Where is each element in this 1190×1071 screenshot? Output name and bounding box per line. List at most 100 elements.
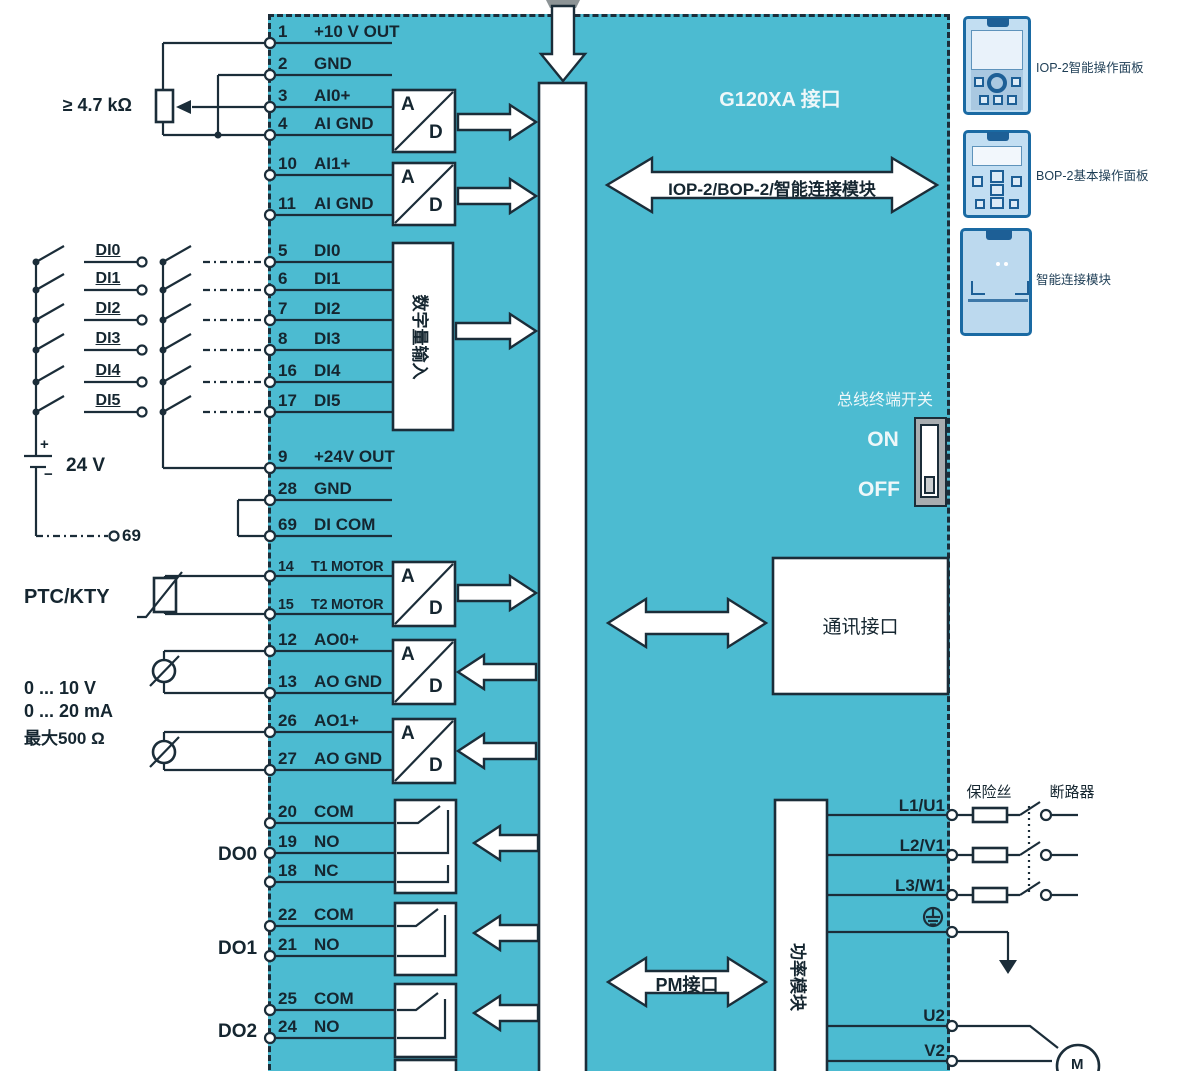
do2-label: DO2 xyxy=(218,1021,258,1042)
ptc-label: PTC/KTY xyxy=(24,586,110,608)
ad-letter-d: D xyxy=(429,598,443,619)
power-module-label: 功率模块 xyxy=(788,943,807,1011)
di-row xyxy=(32,333,392,356)
iop2-button xyxy=(979,95,989,105)
thermistor-circuit xyxy=(137,571,392,619)
di-row xyxy=(32,395,392,418)
iop2-button xyxy=(1011,77,1021,87)
switch-slot xyxy=(920,424,939,498)
gnd-dicom-wiring xyxy=(236,173,392,538)
switch-handle xyxy=(924,476,935,494)
scm-led xyxy=(996,262,1000,266)
motor-output xyxy=(827,1024,1101,1071)
do2-arrow xyxy=(471,993,540,1033)
bop2-button xyxy=(1011,176,1022,187)
l3w1-label: L3/W1 xyxy=(894,876,945,895)
scm-line xyxy=(968,299,1028,302)
motor-label: M xyxy=(1071,1056,1084,1071)
signal-arrows xyxy=(454,102,940,1033)
l1u1-label: L1/U1 xyxy=(898,796,945,815)
pot-label: ≥ 4.7 kΩ xyxy=(62,95,132,115)
battery-24v xyxy=(24,454,120,542)
pm-arrow xyxy=(605,955,769,1009)
wiper-arrow xyxy=(176,100,191,114)
battery-label: 24 V xyxy=(66,455,106,476)
analog-output-meters xyxy=(149,649,392,772)
bus-switch-off-label: OFF xyxy=(858,478,900,501)
down-arrow xyxy=(538,4,588,83)
breaker-label: 断路器 xyxy=(1049,784,1095,801)
block-title: G120XA 接口 xyxy=(719,89,841,111)
bop2-label: BOP-2基本操作面板 xyxy=(1036,169,1149,183)
ad-letter-d: D xyxy=(429,755,443,776)
do1-arrow xyxy=(471,913,540,953)
ad-letter-a: A xyxy=(401,723,415,744)
range-0-10v-label: 0 ... 10 V xyxy=(24,678,97,698)
di4-label: DI4 xyxy=(95,362,121,379)
comm-box-label: 通讯接口 xyxy=(822,617,899,638)
panel-notch xyxy=(987,132,1009,141)
di-row xyxy=(32,365,392,388)
ai0-arrow xyxy=(456,102,539,142)
l2v1-label: L2/V1 xyxy=(899,836,945,855)
bus-bar xyxy=(537,0,588,1071)
bop2-button xyxy=(1009,199,1019,209)
iop2-button xyxy=(974,77,984,87)
comm-arrow xyxy=(605,596,769,650)
scm-bracket xyxy=(971,281,985,295)
do1-label: DO1 xyxy=(218,938,258,959)
node69-label: 69 xyxy=(122,526,141,545)
di1-label: DI1 xyxy=(95,270,121,287)
di3-label: DI3 xyxy=(95,330,121,347)
mains-input xyxy=(827,801,1078,904)
v2-label: V2 xyxy=(924,1041,945,1060)
di5-label: DI5 xyxy=(95,392,121,409)
ad-letter-d: D xyxy=(429,195,443,216)
terminal-label: 1+10 V OUT xyxy=(278,22,400,41)
ad-letter-a: A xyxy=(401,167,415,188)
scm-label: 智能连接模块 xyxy=(1036,273,1112,287)
power-module-box xyxy=(773,798,829,1071)
max-500ohm-label: 最大500 Ω xyxy=(24,729,105,748)
ao1-arrow xyxy=(455,731,538,771)
di-row xyxy=(32,303,392,326)
bop2-button xyxy=(990,184,1004,196)
di0-label: DI0 xyxy=(95,242,121,259)
ad-letter-a: A xyxy=(401,94,415,115)
bus-switch-on-label: ON xyxy=(867,428,899,451)
iop2-panel xyxy=(963,16,1031,115)
iop2-keypad xyxy=(971,70,1023,110)
iop-bop-arrow-label: IOP-2/BOP-2/智能连接模块 xyxy=(668,180,876,199)
ai1-arrow xyxy=(456,176,539,216)
digital-input-box-label: 数字量输入 xyxy=(410,294,429,380)
bop2-screen xyxy=(972,146,1022,166)
di2-label: DI2 xyxy=(95,300,121,317)
iop-bop-arrow xyxy=(604,155,940,215)
iop2-label: IOP-2智能操作面板 xyxy=(1036,61,1144,75)
iop2-button xyxy=(993,95,1003,105)
battery-plus: + xyxy=(40,436,49,453)
